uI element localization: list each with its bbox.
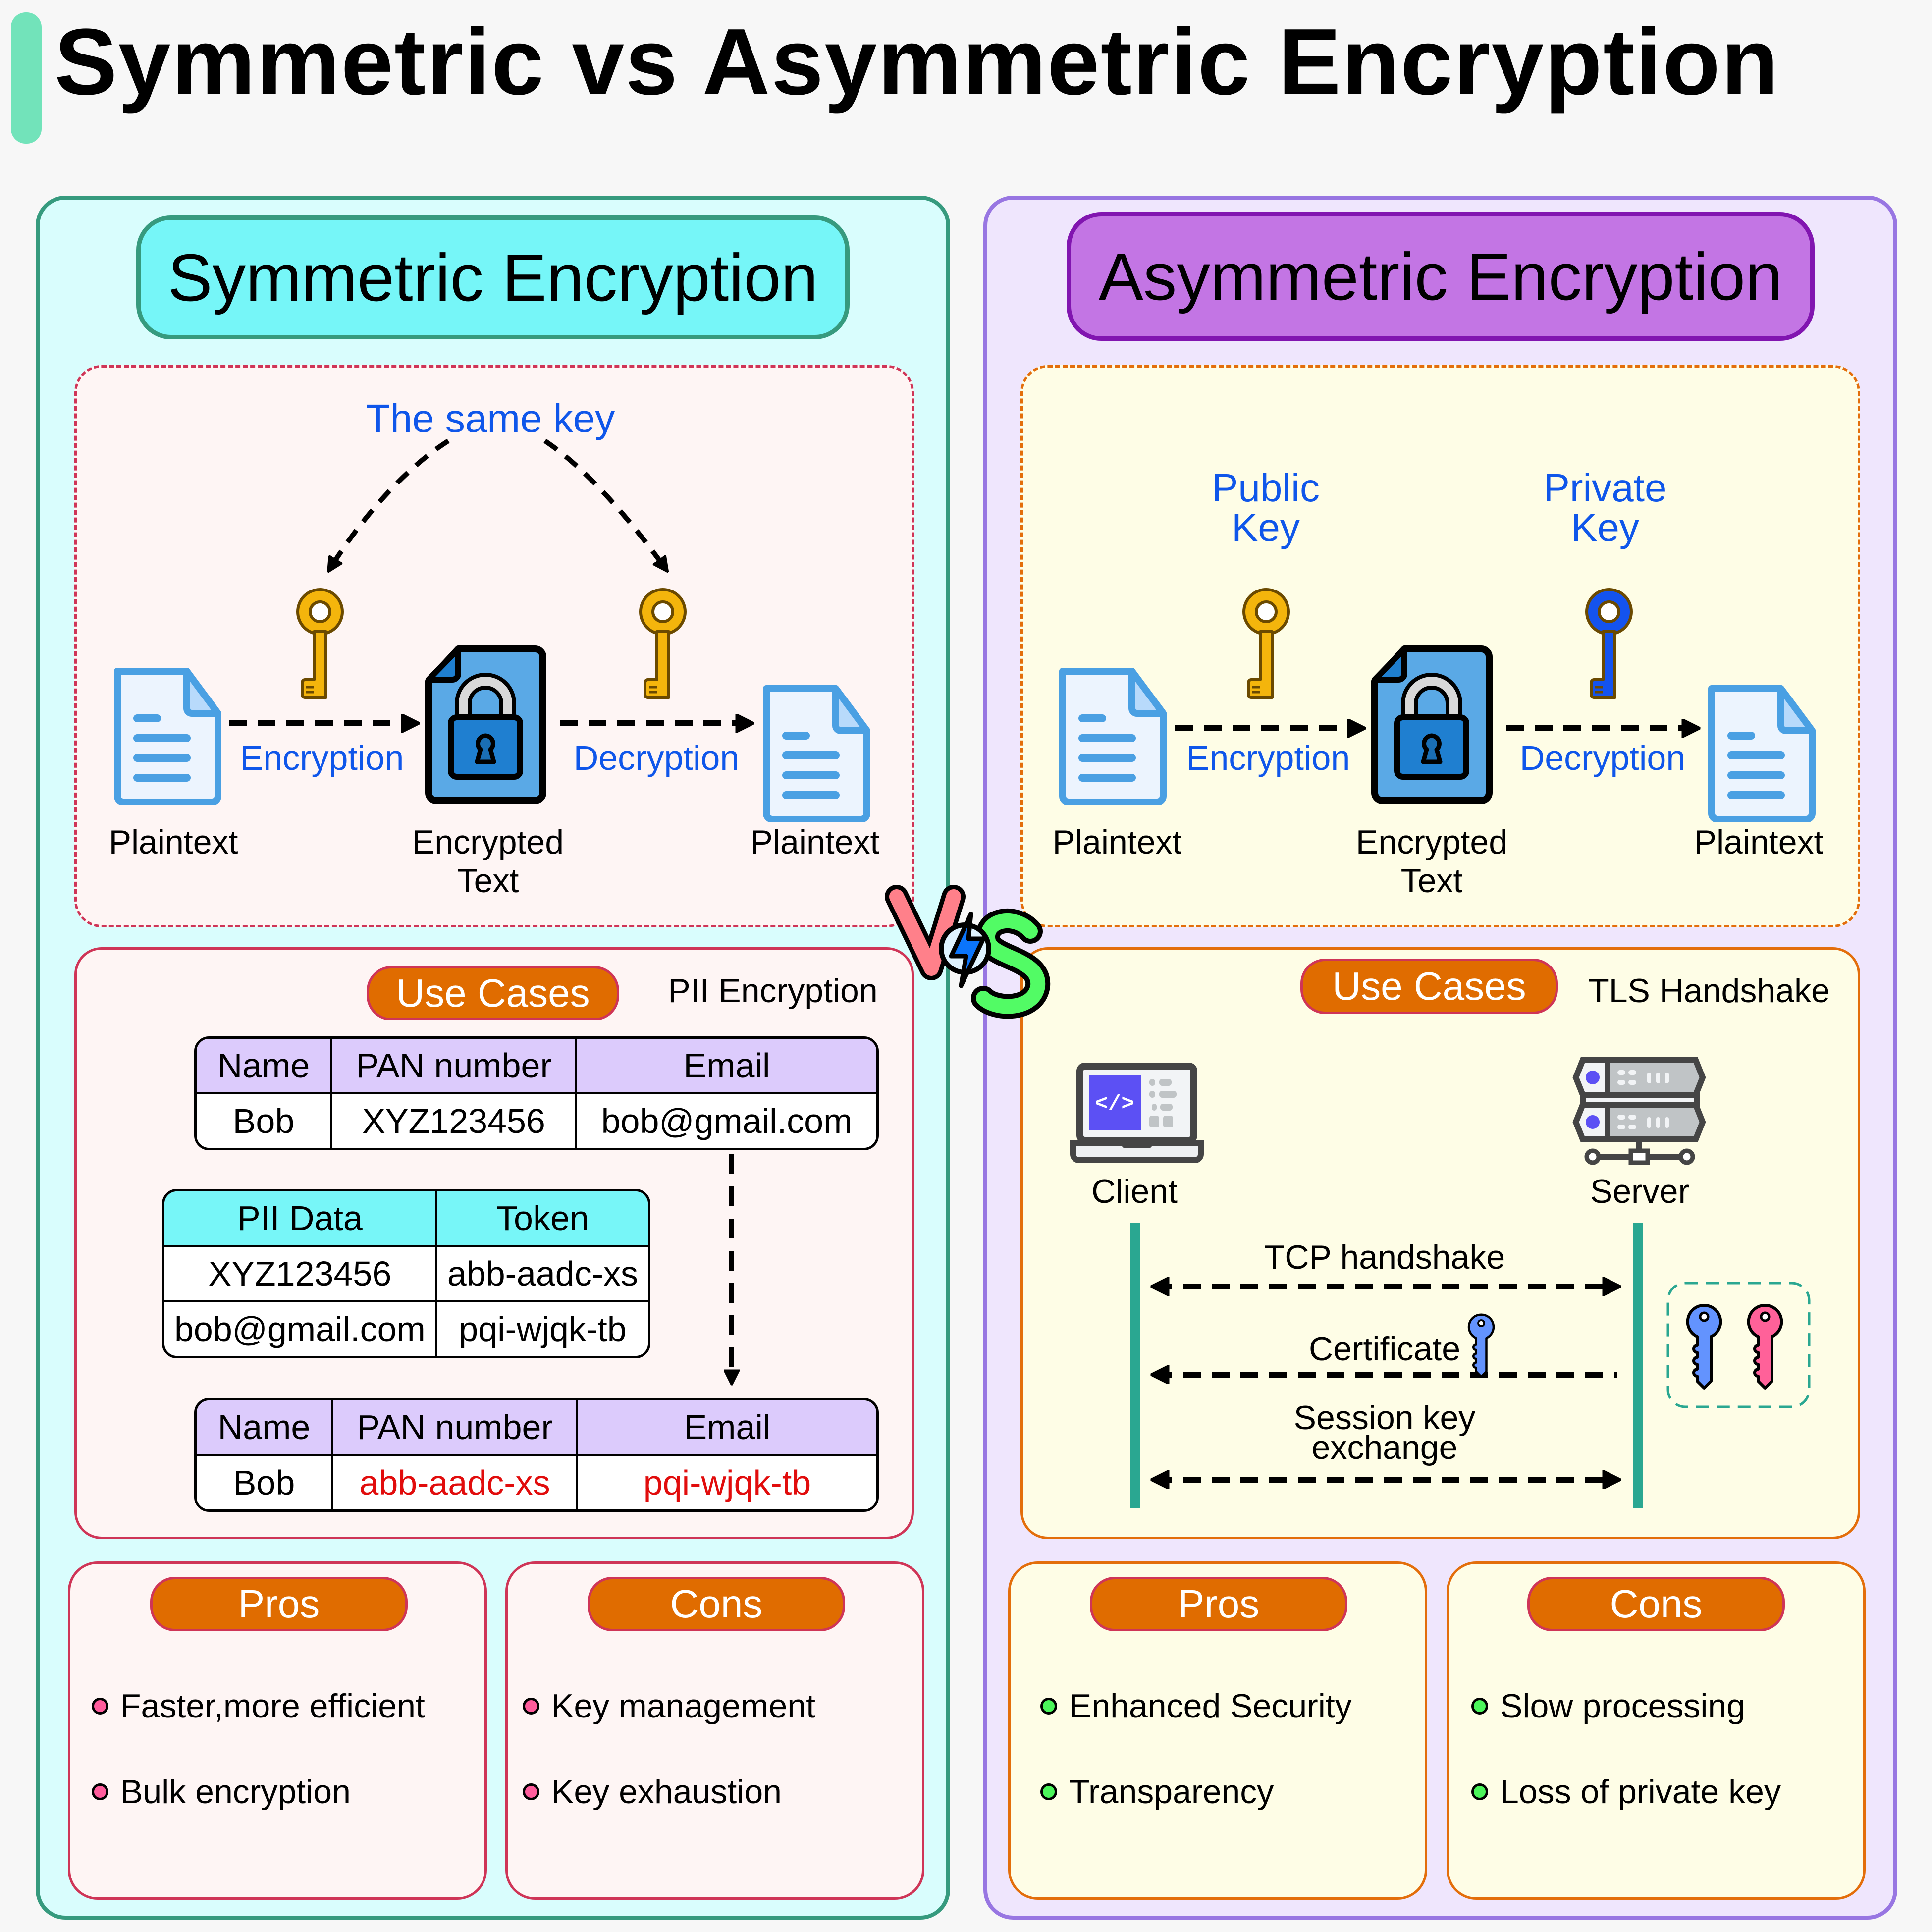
table-header: PII Data xyxy=(164,1191,437,1247)
decryption-label: Decryption xyxy=(1519,739,1686,777)
table-header: PAN number xyxy=(333,1400,578,1456)
asymmetric-use-cases-box xyxy=(1020,947,1860,1539)
tokenized-data-table: Name PAN number Email Bob abb-aadc-xs pq… xyxy=(194,1398,879,1512)
table-header: PAN number xyxy=(332,1039,577,1094)
bullet-icon xyxy=(1471,1783,1488,1800)
bullet-icon xyxy=(1040,1783,1057,1800)
table-cell: Bob xyxy=(197,1094,332,1148)
table-cell: bob@gmail.com xyxy=(164,1302,437,1356)
session-key-label-line1: Session key xyxy=(1293,1399,1476,1437)
plaintext-label: Plaintext xyxy=(108,823,238,861)
table-row: Bob abb-aadc-xs pqi-wjqk-tb xyxy=(197,1456,876,1509)
table-cell: bob@gmail.com xyxy=(577,1094,876,1148)
encryption-label: Encryption xyxy=(1186,739,1350,777)
original-data-table: Name PAN number Email Bob XYZ123456 bob@… xyxy=(194,1036,879,1150)
use-cases-badge: Use Cases xyxy=(1300,959,1558,1014)
encrypted-text-label-line2: Text xyxy=(1400,862,1463,900)
encrypted-text-label-line1: Encrypted xyxy=(412,823,564,861)
vs-emblem-icon xyxy=(885,885,1050,1019)
token-cell: pqi-wjqk-tb xyxy=(578,1456,876,1509)
table-header: Email xyxy=(577,1039,876,1094)
table-header: Name xyxy=(197,1039,332,1094)
private-key-label-line1: Private xyxy=(1543,466,1667,510)
cons-item: Key management xyxy=(523,1687,815,1725)
bullet-icon xyxy=(92,1698,108,1715)
cons-item: Key exhaustion xyxy=(523,1772,782,1811)
pros-badge: Pros xyxy=(150,1577,408,1631)
same-key-arrow-right xyxy=(543,438,666,570)
public-key-icon xyxy=(1684,1303,1724,1402)
token-cell: abb-aadc-xs xyxy=(333,1456,578,1509)
bullet-icon xyxy=(523,1698,539,1715)
pros-item: Enhanced Security xyxy=(1040,1687,1352,1725)
public-key-icon xyxy=(1466,1313,1496,1387)
encryption-label: Encryption xyxy=(240,739,404,777)
key-pair-box xyxy=(1666,1282,1811,1408)
table-cell: XYZ123456 xyxy=(164,1247,437,1302)
bullet-icon xyxy=(1471,1698,1488,1715)
pros-badge: Pros xyxy=(1090,1577,1347,1631)
pros-item: Faster,more efficient xyxy=(92,1687,425,1725)
same-key-label: The same key xyxy=(366,396,615,440)
cons-badge: Cons xyxy=(588,1577,845,1631)
cons-item: Loss of private key xyxy=(1471,1772,1781,1811)
server-icon xyxy=(1572,1057,1706,1165)
token-table: PII Data Token XYZ123456 abb-aadc-xs bob… xyxy=(162,1189,651,1358)
table-cell: pqi-wjqk-tb xyxy=(437,1302,648,1356)
svg-text:</>: </> xyxy=(1095,1092,1134,1117)
bullet-icon xyxy=(1040,1698,1057,1715)
table-header: Token xyxy=(437,1191,648,1247)
asymmetric-flow-arrows xyxy=(1175,0,1932,941)
symmetric-heading: Symmetric Encryption xyxy=(136,215,850,339)
table-row: XYZ123456 abb-aadc-xs xyxy=(164,1247,648,1302)
encrypted-text-label-line2: Text xyxy=(457,862,519,900)
plaintext-label: Plaintext xyxy=(1694,823,1824,861)
pros-item: Transparency xyxy=(1040,1772,1274,1811)
public-key-label-line1: Public xyxy=(1212,466,1320,510)
title-accent-bar xyxy=(11,12,42,144)
page-title: Symmetric vs Asymmetric Encryption xyxy=(54,9,1780,114)
plaintext-label: Plaintext xyxy=(1052,823,1182,861)
bullet-icon xyxy=(92,1783,108,1800)
table-cell: Bob xyxy=(197,1456,333,1509)
asymmetric-heading: Asymmetric Encryption xyxy=(1067,212,1815,341)
bullet-icon xyxy=(523,1783,539,1800)
certificate-label: Certificate xyxy=(1308,1330,1461,1368)
use-cases-badge: Use Cases xyxy=(367,966,619,1020)
same-key-arrow-left xyxy=(329,438,450,570)
table-cell: abb-aadc-xs xyxy=(437,1247,648,1302)
table-row: Bob XYZ123456 bob@gmail.com xyxy=(197,1094,876,1148)
symmetric-flow-arrows xyxy=(229,438,941,941)
tcp-handshake-label: TCP handshake xyxy=(1264,1238,1505,1276)
table-row: bob@gmail.com pqi-wjqk-tb xyxy=(164,1302,648,1356)
session-key-label-line2: exchange xyxy=(1311,1429,1458,1466)
plaintext-label: Plaintext xyxy=(750,823,880,861)
use-case-subtitle: TLS Handshake xyxy=(1588,972,1830,1010)
pros-item: Bulk encryption xyxy=(92,1772,351,1811)
tokenize-arrow xyxy=(713,1154,753,1397)
encrypted-text-label-line1: Encrypted xyxy=(1355,823,1508,861)
table-header: Email xyxy=(578,1400,876,1456)
cons-badge: Cons xyxy=(1527,1577,1785,1631)
public-key-label-line2: Key xyxy=(1232,505,1300,549)
client-label: Client xyxy=(1091,1173,1178,1210)
private-key-icon xyxy=(1745,1303,1785,1402)
use-case-subtitle: PII Encryption xyxy=(668,972,878,1010)
table-cell: XYZ123456 xyxy=(332,1094,577,1148)
private-key-label-line2: Key xyxy=(1571,505,1639,549)
server-label: Server xyxy=(1590,1173,1690,1210)
cons-item: Slow processing xyxy=(1471,1687,1745,1725)
laptop-icon: </> xyxy=(1070,1063,1204,1163)
table-header: Name xyxy=(197,1400,333,1456)
tls-sequence-diagram xyxy=(1130,1223,1811,1508)
decryption-label: Decryption xyxy=(573,739,740,777)
